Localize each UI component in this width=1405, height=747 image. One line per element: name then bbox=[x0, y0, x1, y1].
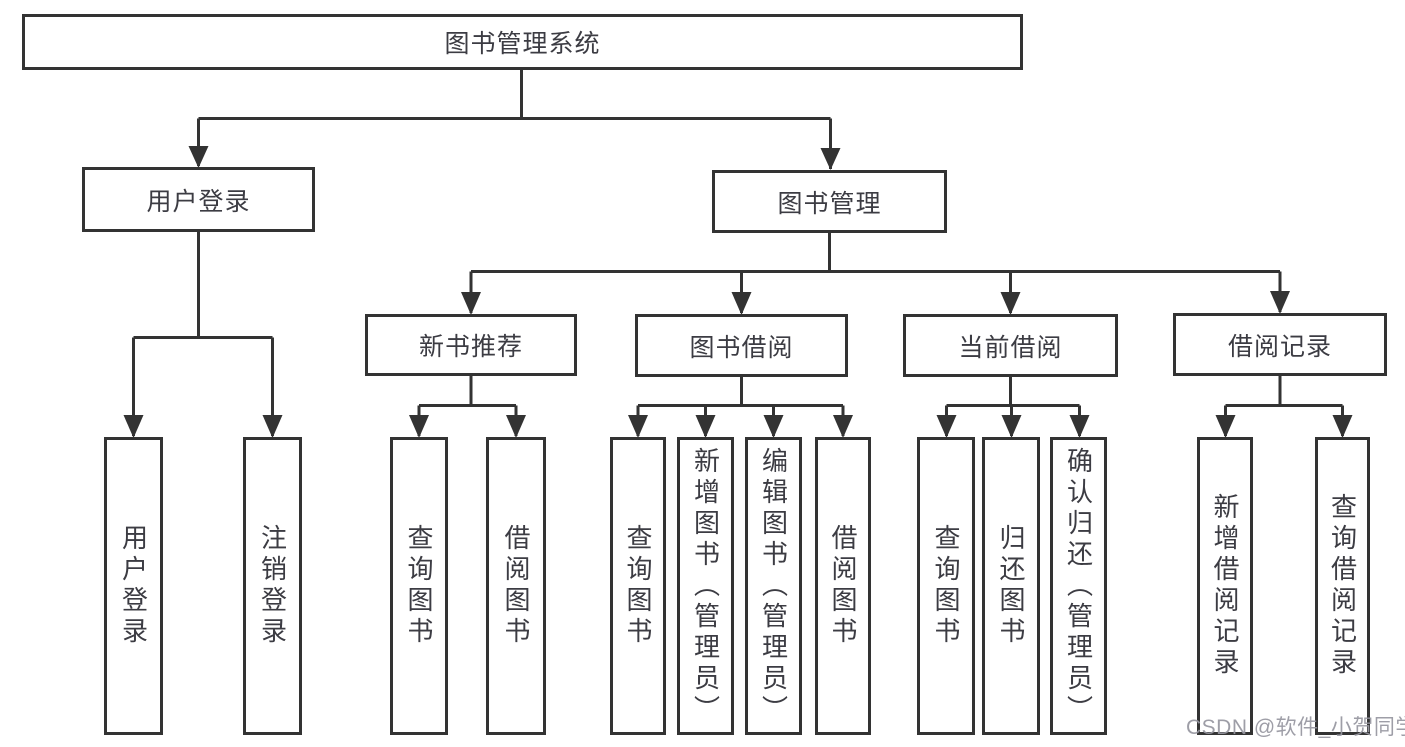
arrowhead-icon bbox=[936, 415, 957, 438]
node-leaf-add-books-admin: 新增图书（管理员） bbox=[677, 437, 734, 735]
arrowhead-icon bbox=[628, 415, 648, 438]
arrowhead-icon bbox=[461, 292, 481, 315]
node-leaf-add-borrow-record: 新增借阅记录 bbox=[1197, 437, 1253, 735]
node-leaf-edit-books-admin: 编辑图书（管理员） bbox=[745, 437, 802, 735]
arrowhead-icon bbox=[123, 415, 144, 438]
node-leaf-return-books: 归还图书 bbox=[982, 437, 1040, 735]
node-new-book-recommend: 新书推荐 bbox=[365, 314, 577, 376]
node-current-borrowing: 当前借阅 bbox=[903, 314, 1118, 377]
arrowhead-icon bbox=[262, 415, 283, 438]
arrowhead-icon bbox=[820, 148, 841, 170]
arrowhead-icon bbox=[1000, 292, 1021, 315]
node-book-borrowing: 图书借阅 bbox=[635, 314, 848, 377]
node-borrowing-records: 借阅记录 bbox=[1173, 313, 1387, 376]
node-leaf-query-books: 查询图书 bbox=[610, 437, 666, 735]
node-leaf-borrow-books: 借阅图书 bbox=[815, 437, 871, 735]
node-leaf-query-borrow-record: 查询借阅记录 bbox=[1315, 437, 1370, 735]
node-user-login: 用户登录 bbox=[82, 167, 315, 232]
node-leaf-user-login: 用户登录 bbox=[104, 437, 163, 735]
arrowhead-icon bbox=[763, 415, 784, 438]
node-root-system: 图书管理系统 bbox=[22, 14, 1023, 70]
arrowhead-icon bbox=[1270, 291, 1290, 314]
node-leaf-query-books: 查询图书 bbox=[390, 437, 448, 735]
node-leaf-confirm-return-admin: 确认归还（管理员） bbox=[1050, 437, 1107, 735]
arrowhead-icon bbox=[1001, 415, 1022, 438]
node-leaf-logout: 注销登录 bbox=[243, 437, 302, 735]
node-leaf-query-books: 查询图书 bbox=[917, 437, 975, 735]
arrowhead-icon bbox=[506, 415, 526, 438]
arrowhead-icon bbox=[833, 415, 853, 438]
arrowhead-icon bbox=[731, 292, 752, 315]
node-book-management: 图书管理 bbox=[712, 170, 947, 233]
arrowhead-icon bbox=[1215, 415, 1236, 438]
arrowhead-icon bbox=[188, 146, 209, 168]
node-leaf-borrow-books: 借阅图书 bbox=[486, 437, 546, 735]
arrowhead-icon bbox=[409, 415, 429, 438]
arrowhead-icon bbox=[695, 415, 716, 438]
arrowhead-icon bbox=[1069, 415, 1090, 438]
csdn-watermark: CSDN @软件_小贺同学 bbox=[1186, 716, 1405, 739]
arrowhead-icon bbox=[1332, 415, 1353, 438]
